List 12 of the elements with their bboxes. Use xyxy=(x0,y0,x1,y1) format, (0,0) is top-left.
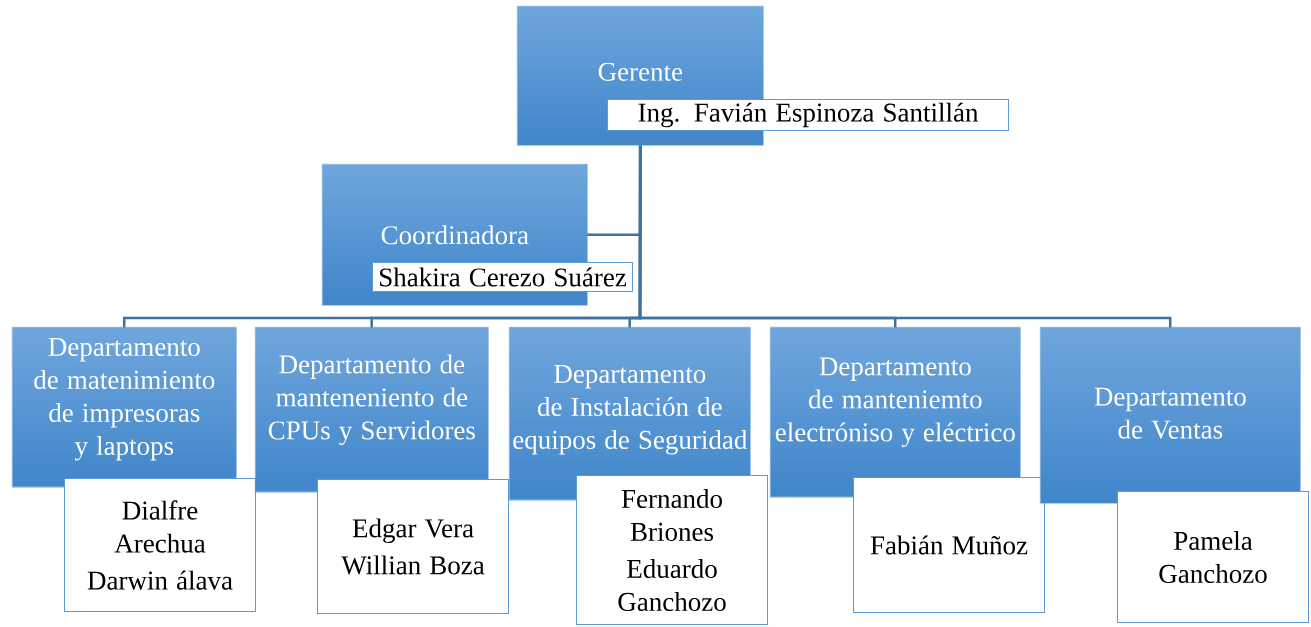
name-box: Dialfre Arechua Darwin álava xyxy=(64,478,256,612)
role-box: Departamento de manteniemto electróniso y eléctrico xyxy=(770,327,1021,498)
name-box: Ing. Favián Espinoza Santillán xyxy=(607,99,1009,131)
role-box: Departamento de matenimiento de impresoras y laptops xyxy=(12,327,237,488)
connector-line xyxy=(638,143,1172,329)
name-box: Fernando Briones Eduardo Ganchozo xyxy=(576,475,768,625)
name-box: Shakira Cerezo Suárez xyxy=(372,262,633,292)
role-box: Departamento de Ventas xyxy=(1040,327,1301,504)
name-box: Pamela Ganchozo xyxy=(1117,491,1309,623)
name-box: Fabián Muñoz xyxy=(853,477,1045,613)
role-box: Departamento de manteneniento de CPUs y Servidores xyxy=(255,327,489,493)
name-box: Edgar Vera Willian Boza xyxy=(317,479,509,614)
